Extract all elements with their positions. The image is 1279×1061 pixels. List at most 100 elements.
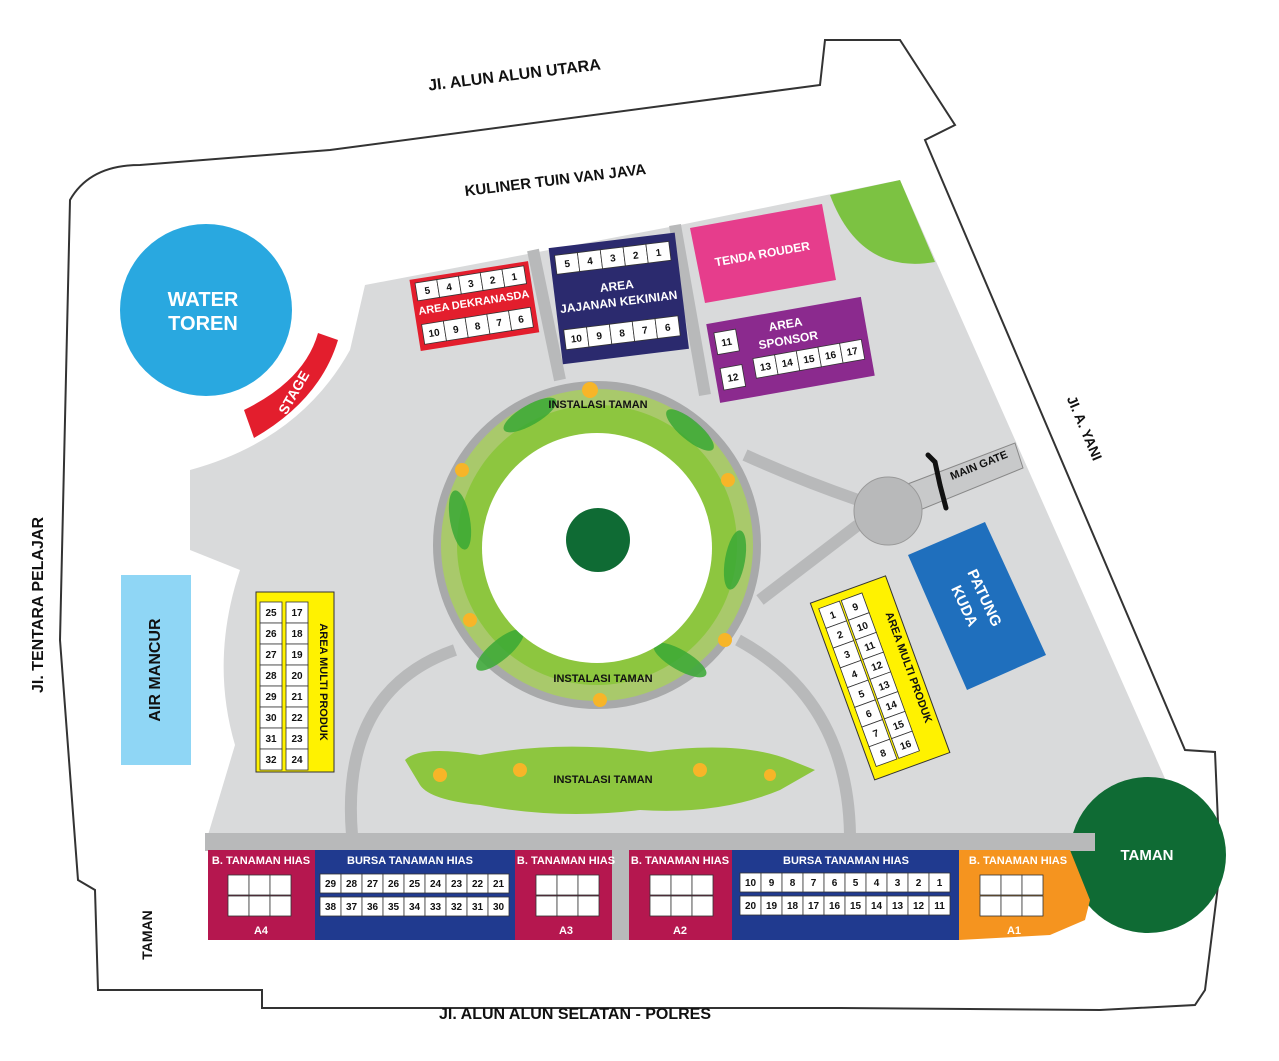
sponsor-stall — [713, 328, 740, 356]
street-north: JI. ALUN ALUN UTARA — [427, 56, 602, 94]
bursa-left-stall-number: 25 — [409, 879, 421, 890]
multi-right-stall-number: 7 — [872, 728, 881, 740]
dekranasda-stall-number: 2 — [489, 275, 497, 287]
multi-left-stall-number: 31 — [265, 734, 277, 745]
air-mancur — [121, 575, 191, 765]
a1-title: B. TANAMAN HIAS — [969, 855, 1067, 867]
gate-marker — [925, 452, 949, 511]
bursa-right-stall-number: 14 — [871, 901, 883, 912]
stand-a4-slot — [248, 895, 271, 917]
sponsor-stall — [719, 364, 747, 391]
air-mancur-label: AIR MANCUR — [147, 618, 164, 722]
stand-a2-slot — [691, 895, 714, 917]
path-right-arc — [735, 634, 856, 836]
multi-left-stall — [259, 748, 283, 771]
sponsor-stall-number: 14 — [781, 357, 794, 370]
jajanan-stall-number: 4 — [587, 256, 594, 268]
bursa-right-stall-number: 4 — [874, 878, 880, 889]
bursa-left-stall-number: 23 — [451, 879, 463, 890]
stand-a1-slot — [979, 895, 1002, 917]
bursa-left-stall-number: 32 — [451, 902, 463, 913]
stand-a1-slot — [979, 874, 1002, 896]
jajanan-stall-number: 7 — [642, 325, 649, 337]
bursa-left-stall-number: 27 — [367, 879, 379, 890]
bursa-left-stall-number: 28 — [346, 879, 358, 890]
bursa-right-title: BURSA TANAMAN HIAS — [783, 855, 909, 867]
a2-code: A2 — [673, 925, 687, 937]
grass-corner — [830, 180, 935, 264]
bursa-left-stall — [487, 896, 510, 917]
stand-a1-slot — [1021, 874, 1044, 896]
jajanan-stall — [645, 240, 672, 264]
multi-left-stall-number: 22 — [291, 713, 303, 724]
taman-right-label: TAMAN — [1120, 847, 1173, 864]
jajanan-stall-number: 3 — [610, 253, 617, 265]
multi-left-stall-number: 23 — [291, 734, 303, 745]
jajanan-stall-number: 1 — [655, 248, 662, 260]
multi-left-stall-number: 19 — [291, 650, 303, 661]
bursa-right-stall-number: 5 — [853, 878, 859, 889]
bursa-left-stall-number: 35 — [388, 902, 400, 913]
bursa-left-stall-number: 30 — [493, 902, 505, 913]
dekranasda-stall-number: 3 — [467, 279, 475, 291]
jajanan-stall-number: 2 — [632, 250, 639, 262]
bottom-stand-row: B. TANAMAN HIAS A4 BURSA TANAMAN HIAS B.… — [205, 833, 1095, 940]
bursa-right-stall-number: 1 — [937, 878, 943, 889]
bursa-left-stall-number: 31 — [472, 902, 484, 913]
stand-a3-slot — [535, 895, 558, 917]
stand-a3-slot — [535, 874, 558, 896]
multi-right-stall-number: 16 — [899, 739, 914, 753]
multi-right-stall — [868, 738, 898, 768]
multi-right-stall-number: 9 — [851, 601, 860, 613]
multi-right-stall-number: 12 — [870, 660, 885, 674]
multi-left-stall-number: 28 — [265, 671, 277, 682]
stand-a4-slot — [227, 874, 250, 896]
bursa-left-stall-number: 29 — [325, 879, 337, 890]
jajanan-stall-number: 6 — [664, 322, 671, 334]
multi-left-stall-number: 24 — [291, 755, 303, 766]
bursa-right-stall-number: 7 — [811, 878, 817, 889]
stand-a1-slot — [1021, 895, 1044, 917]
instalasi-flowers — [455, 382, 735, 707]
stand-a4-slot — [269, 895, 292, 917]
stand-a2-slot — [691, 874, 714, 896]
bursa-right-stall-number: 20 — [745, 901, 757, 912]
center-tree — [566, 508, 630, 572]
stand-a2-slot — [670, 874, 693, 896]
multi-left-stall-number: 26 — [265, 629, 277, 640]
stand-a3-slot — [556, 895, 579, 917]
multi-left-stall — [285, 748, 309, 771]
instalasi-top-label: INSTALASI TAMAN — [548, 399, 647, 411]
a3-title: B. TANAMAN HIAS — [517, 855, 615, 867]
multi-right-stall-number: 2 — [836, 629, 845, 641]
multi-right-stall-number: 10 — [856, 620, 871, 634]
street-east: JI. A. YANI — [1064, 393, 1106, 463]
jajanan-title-1: AREA — [599, 277, 635, 295]
multi-left-stall-number: 27 — [265, 650, 277, 661]
sponsor-stall-number: 11 — [721, 337, 734, 350]
bursa-right-stall-number: 17 — [808, 901, 820, 912]
bursa-right-stall-number: 16 — [829, 901, 841, 912]
bursa-left-title: BURSA TANAMAN HIAS — [347, 855, 473, 867]
bursa-right — [732, 850, 959, 940]
bursa-left-stall-number: 37 — [346, 902, 358, 913]
instalasi-island — [405, 746, 815, 814]
bursa-left-stall-number: 38 — [325, 902, 337, 913]
island-flowers — [433, 763, 776, 782]
multi-right-stall-number: 1 — [829, 610, 838, 622]
dekranasda-stall-number: 7 — [496, 318, 504, 330]
jajanan-stall-number: 10 — [570, 333, 583, 345]
bursa-right-stall-number: 13 — [892, 901, 904, 912]
gate-roundabout — [853, 476, 923, 546]
bursa-right-stall-number: 11 — [934, 901, 945, 912]
bursa-right-stall-number: 8 — [790, 878, 796, 889]
stand-a4-slot — [227, 895, 250, 917]
multi-left-stall-number: 17 — [291, 608, 303, 619]
bursa-left-stall — [487, 873, 510, 894]
multi-left-stall-number: 20 — [291, 671, 303, 682]
dekranasda-stall — [508, 306, 534, 331]
stand-a3-slot — [577, 874, 600, 896]
stand-a4-slot — [269, 874, 292, 896]
path-to-gate-lower — [756, 520, 862, 605]
